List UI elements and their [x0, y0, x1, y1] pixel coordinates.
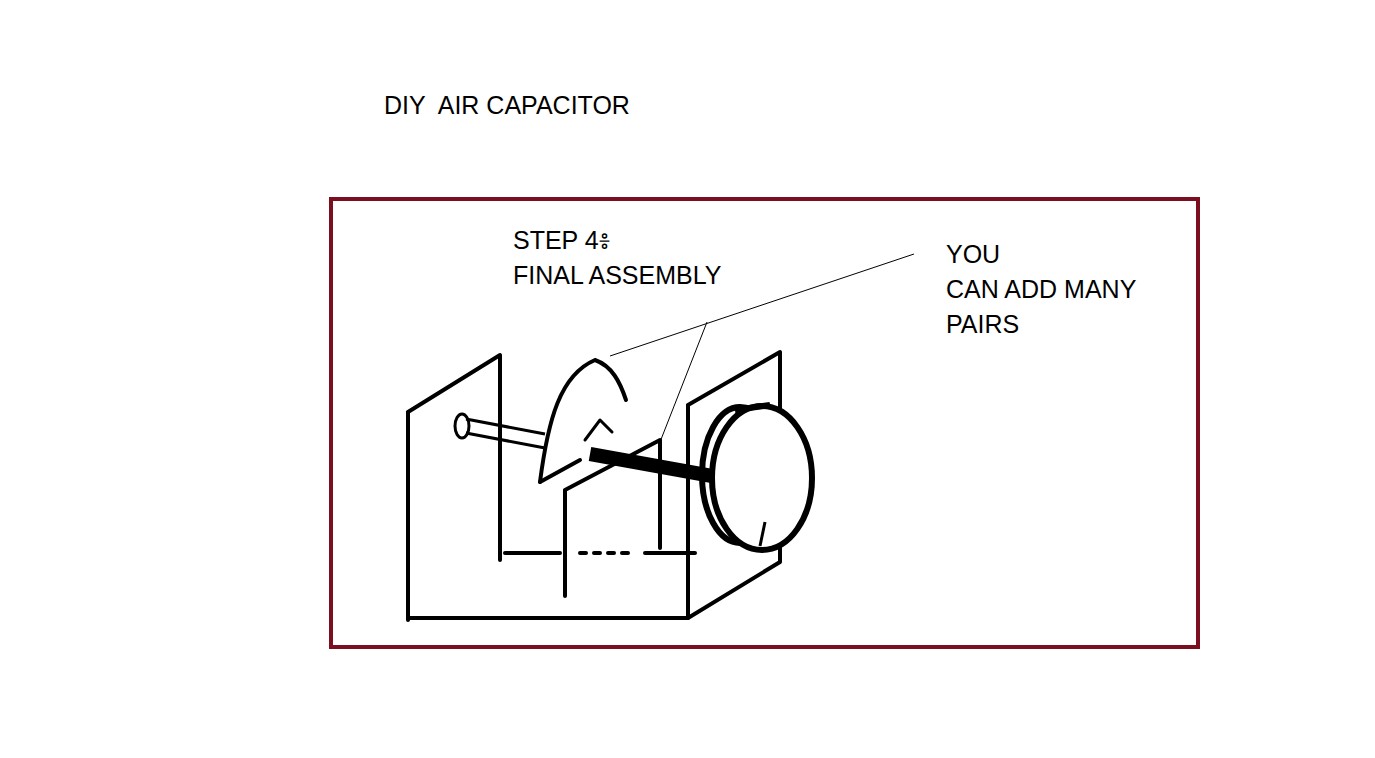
note-label: YOUCAN ADD MANYPAIRS — [946, 237, 1136, 342]
base-back — [505, 551, 560, 555]
rotor-edge — [540, 460, 580, 482]
diagram-title: DIY AIR CAPACITOR — [384, 88, 630, 123]
knob — [702, 405, 812, 550]
shaft — [455, 414, 712, 476]
frame — [331, 199, 1198, 647]
step-heading: STEP 4៖FINAL ASSEMBLY — [513, 223, 721, 293]
rotor-hub — [585, 420, 612, 440]
left-plate — [408, 355, 500, 620]
base-front — [408, 616, 688, 620]
base-hidden — [580, 551, 632, 555]
